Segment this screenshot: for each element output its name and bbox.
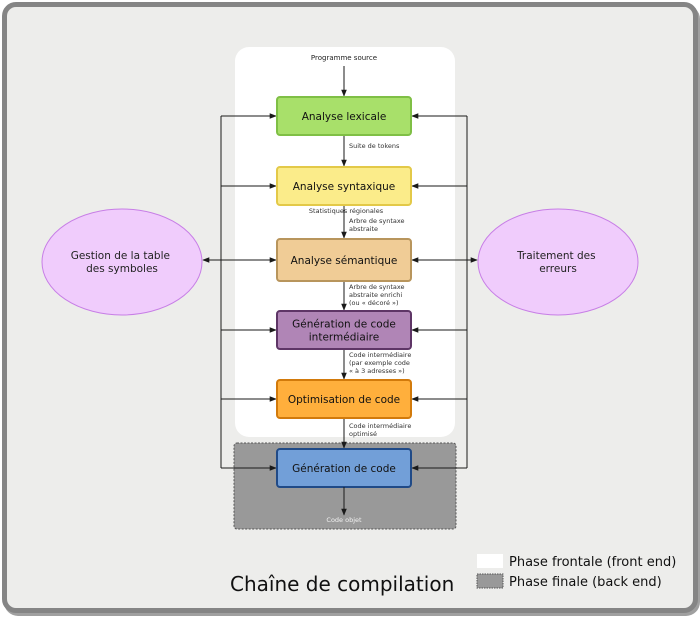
phase-label-syntaxique: Analyse syntaxique bbox=[293, 181, 395, 193]
error-handling-label: Traitement des erreurs bbox=[516, 250, 599, 275]
phase-box-lexical bbox=[276, 96, 412, 136]
output-label: Code objet bbox=[326, 516, 362, 524]
edge-label-line: optimisé bbox=[349, 430, 377, 438]
edge-label-line: (par exemple code bbox=[349, 359, 410, 367]
edge-label-line: abstraite enrichi bbox=[349, 291, 402, 299]
symbol-table-line-1: Gestion de la table bbox=[71, 250, 170, 262]
symbol-table-label: Gestion de la table des symboles bbox=[71, 250, 174, 275]
phase-syntaxique: Analyse syntaxique bbox=[276, 166, 412, 206]
phase-label-line: Optimisation de code bbox=[288, 394, 400, 406]
edge-label-line: Code intermédiaire bbox=[349, 422, 411, 430]
phase-box-optimisation bbox=[276, 379, 412, 419]
edge-label-line: « à 3 adresses ») bbox=[349, 367, 405, 375]
phase-label-line: Analyse lexicale bbox=[302, 111, 387, 123]
phase-label-line: Génération de code bbox=[292, 463, 396, 475]
phase-box-syntaxique bbox=[276, 166, 412, 206]
error-handling-line-1: Traitement des bbox=[516, 250, 596, 262]
legend-swatch-backend bbox=[476, 573, 504, 589]
edge-label-line: Arbre de syntaxe bbox=[349, 217, 405, 225]
phase-semantique: Analyse sémantique bbox=[276, 238, 412, 282]
phase-label-lexical: Analyse lexicale bbox=[302, 111, 387, 123]
phase-box-semantique bbox=[276, 238, 412, 282]
phase-box-intermediaire bbox=[276, 310, 412, 350]
edge-label: Code intermédiaire(par exemple code« à 3… bbox=[349, 351, 411, 375]
edge-label-line: (ou « décoré ») bbox=[349, 299, 399, 307]
edge-label-line: abstraite bbox=[349, 225, 378, 233]
phase-label-generation: Génération de code bbox=[292, 463, 396, 475]
phase-label-line: Analyse syntaxique bbox=[293, 181, 395, 193]
edge-label: Suite de tokens bbox=[349, 142, 400, 150]
input-label: Programme source bbox=[311, 54, 377, 62]
edge-label-line: Arbre de syntaxe bbox=[349, 283, 405, 291]
phase-label-line: Génération de code bbox=[292, 319, 396, 331]
error-handling-line-2: erreurs bbox=[539, 263, 577, 275]
edge-label-extra: Statistiques régionales bbox=[309, 207, 384, 215]
symbol-table-node bbox=[41, 208, 203, 316]
edge-label-line: Code intermédiaire bbox=[349, 351, 411, 359]
diagram-title: Chaîne de compilation bbox=[230, 572, 454, 596]
legend-label-frontend: Phase frontale (front end) bbox=[509, 555, 676, 570]
phase-label-line: Analyse sémantique bbox=[291, 255, 398, 267]
phase-label-semantique: Analyse sémantique bbox=[291, 255, 398, 267]
error-handling-node bbox=[477, 208, 639, 316]
phase-generation: Génération de code bbox=[276, 448, 412, 488]
phase-label-line: intermédiaire bbox=[309, 332, 379, 344]
legend-swatch-frontend bbox=[477, 554, 503, 568]
edge-label-line: Suite de tokens bbox=[349, 142, 400, 150]
legend-label-backend: Phase finale (back end) bbox=[509, 575, 662, 590]
symbol-table-line-2: des symboles bbox=[86, 263, 158, 275]
phase-lexical: Analyse lexicale bbox=[276, 96, 412, 136]
phase-label-optimisation: Optimisation de code bbox=[288, 394, 400, 406]
phase-optimisation: Optimisation de code bbox=[276, 379, 412, 419]
